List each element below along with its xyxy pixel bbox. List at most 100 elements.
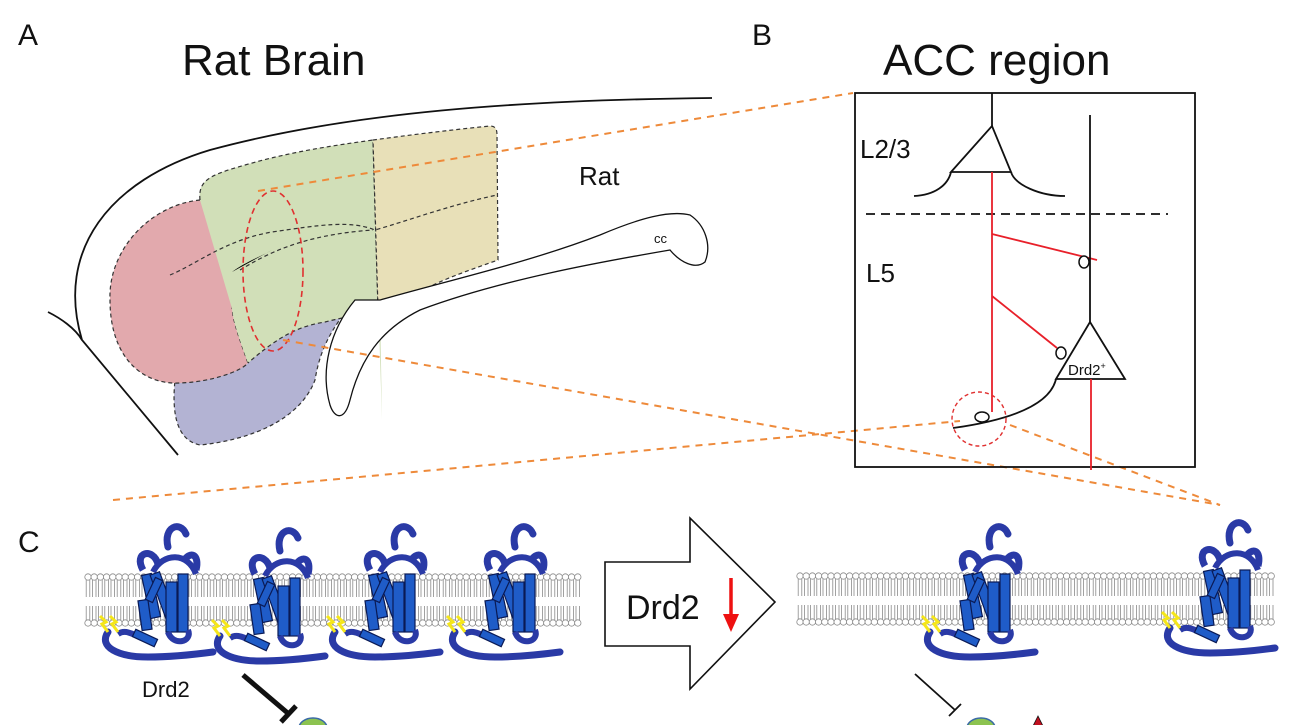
- lipid-lower: [574, 605, 582, 627]
- lipid-lower: [821, 604, 829, 626]
- lipid-upper: [839, 572, 848, 597]
- lipid-upper: [443, 573, 452, 598]
- drd2-neuron-label: Drd2+: [1068, 361, 1106, 379]
- lipid-lower: [1050, 604, 1058, 626]
- lipid-upper: [802, 572, 810, 597]
- lipid-lower: [301, 605, 309, 627]
- lipid-upper: [1118, 572, 1126, 597]
- cc-label: cc: [654, 231, 668, 246]
- lipid-upper: [1050, 572, 1058, 597]
- lipid-upper: [852, 572, 860, 597]
- lipid-upper: [450, 573, 458, 598]
- lipid-upper: [245, 573, 253, 598]
- lipid-lower: [84, 605, 92, 627]
- lipid-lower: [1131, 604, 1139, 626]
- lipid-lower: [1261, 604, 1269, 626]
- lipid-upper: [932, 572, 941, 597]
- lipid-lower: [227, 605, 235, 627]
- lipid-lower: [907, 604, 916, 626]
- synapse-terminal-1: [1078, 255, 1090, 269]
- lipid-upper: [1261, 572, 1269, 597]
- lipid-lower: [938, 604, 947, 626]
- lipid-upper: [1143, 572, 1151, 597]
- lipid-upper: [1100, 572, 1108, 597]
- lipid-lower: [313, 605, 322, 627]
- lipid-lower: [437, 605, 446, 627]
- lipid-upper: [945, 572, 953, 597]
- lipid-lower: [1255, 604, 1263, 626]
- effector-before: [298, 717, 328, 725]
- acc-highlight: [242, 190, 304, 352]
- lipid-upper: [1069, 572, 1077, 597]
- lipid-upper: [901, 572, 910, 597]
- lipid-upper: [1087, 572, 1095, 597]
- lipid-lower: [833, 604, 841, 626]
- lipid-upper: [468, 573, 477, 598]
- lipid-upper: [1168, 572, 1176, 597]
- lipid-lower: [1063, 604, 1071, 626]
- lipid-upper: [1075, 572, 1083, 597]
- lipid-lower: [307, 605, 315, 627]
- lipid-lower: [864, 604, 872, 626]
- lipid-upper: [1081, 572, 1089, 597]
- lipid-upper: [821, 572, 829, 597]
- lipid-lower: [536, 605, 545, 627]
- lipid-upper: [456, 573, 464, 598]
- lipid-upper: [1032, 572, 1040, 597]
- lipid-upper: [425, 573, 433, 598]
- lipid-lower: [233, 605, 241, 627]
- lipid-upper: [239, 573, 247, 598]
- lipid-upper: [419, 573, 427, 598]
- lipid-lower: [1187, 604, 1195, 626]
- lipid-upper: [827, 572, 835, 597]
- drd2-receptor: [1162, 523, 1275, 653]
- lipid-upper: [895, 572, 903, 597]
- lipid-lower: [1149, 604, 1157, 626]
- l23-axon: [991, 172, 1098, 412]
- lipid-upper: [1180, 572, 1188, 597]
- lipid-lower: [1137, 604, 1145, 626]
- acc-frame: [854, 92, 1196, 468]
- lipid-lower: [1193, 604, 1201, 626]
- lipid-upper: [437, 573, 446, 598]
- lipid-lower: [1075, 604, 1083, 626]
- lipid-upper: [1193, 572, 1201, 597]
- lipid-upper: [127, 573, 135, 598]
- lipid-upper: [1094, 572, 1102, 597]
- lipid-lower: [1087, 604, 1095, 626]
- lipid-upper: [938, 572, 947, 597]
- lipid-lower: [543, 605, 551, 627]
- lipid-upper: [1174, 572, 1182, 597]
- lipid-lower: [431, 605, 439, 627]
- brain-outline: [47, 97, 713, 456]
- lipid-lower: [1125, 604, 1133, 626]
- lipid-lower: [883, 604, 891, 626]
- lipid-lower: [901, 604, 910, 626]
- lipid-lower: [1100, 604, 1108, 626]
- lipid-lower: [914, 604, 922, 626]
- lipid-lower: [808, 604, 817, 626]
- lipid-lower: [852, 604, 860, 626]
- lipid-upper: [1106, 572, 1114, 597]
- lipid-lower: [561, 605, 570, 627]
- lipid-lower: [549, 605, 557, 627]
- lipid-upper: [233, 573, 241, 598]
- lipid-upper: [214, 573, 222, 598]
- lipid-lower: [419, 605, 427, 627]
- layer-l5-label: L5: [866, 258, 895, 288]
- lipid-upper: [1187, 572, 1195, 597]
- lipid-upper: [357, 573, 365, 598]
- lipid-upper: [808, 572, 817, 597]
- panel-c: C Drd2 Drd2: [18, 516, 1275, 725]
- lipid-upper: [326, 573, 334, 598]
- lipid-lower: [1180, 604, 1188, 626]
- lipid-upper: [845, 572, 854, 597]
- lipid-lower: [1056, 604, 1064, 626]
- lipid-upper: [543, 573, 551, 598]
- lipid-lower: [1156, 604, 1164, 626]
- zoom-connectors: [112, 92, 1221, 506]
- lipid-upper: [870, 572, 879, 597]
- lipid-upper: [1131, 572, 1139, 597]
- lipid-lower: [474, 605, 483, 627]
- lipid-upper: [431, 573, 439, 598]
